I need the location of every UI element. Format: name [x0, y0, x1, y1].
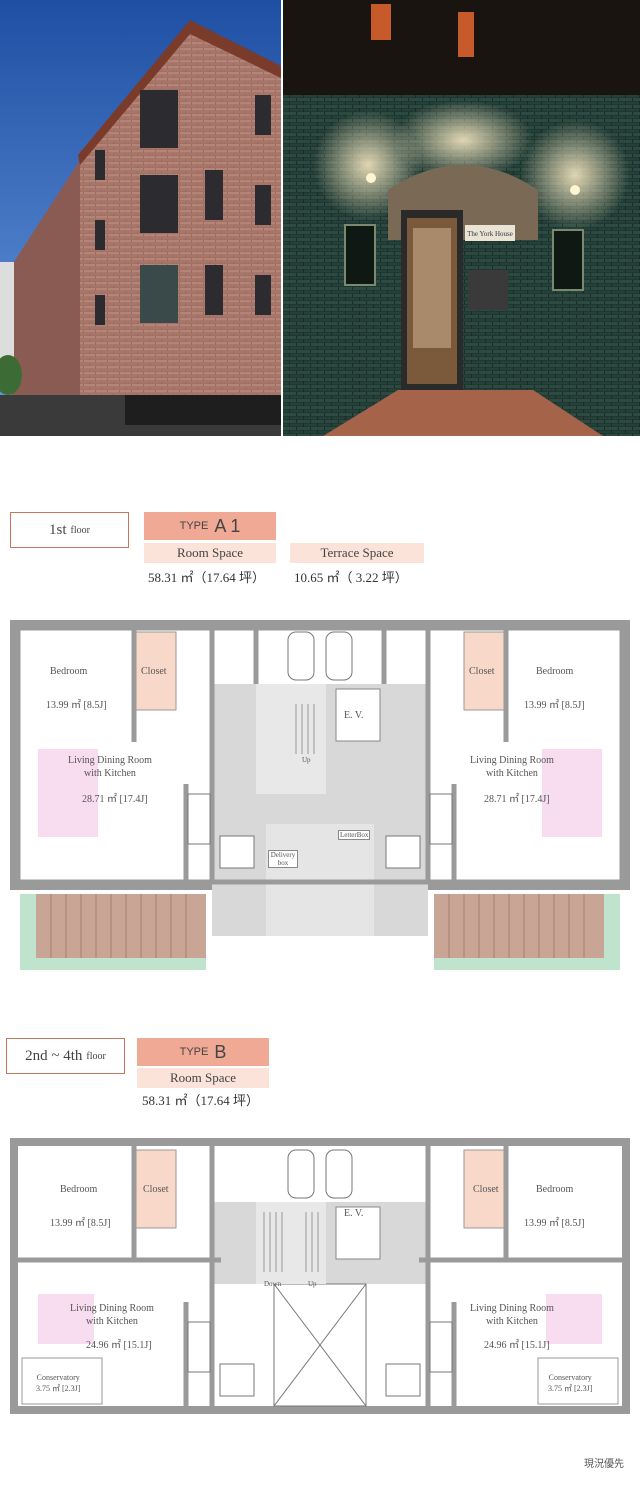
terrace-space-label: Terrace Space: [290, 543, 424, 563]
room-space-label: Room Space: [144, 543, 276, 563]
bedroom-area-right-2nd: 13.99 ㎡ [8.5J]: [524, 1218, 585, 1229]
closet-left-1st: [135, 631, 177, 711]
room-space-area-2nd: 58.31 ㎡（17.64 坪）: [142, 1093, 260, 1108]
floor-plan-2nd-svg: [10, 1138, 630, 1414]
ldk-area-right-1st: 28.71 ㎡ [17.4J]: [484, 794, 550, 805]
bedroom-label-left-1st: Bedroom: [50, 666, 88, 677]
up-label-2nd: Up: [308, 1280, 317, 1288]
living-zone-right-2nd: [546, 1294, 602, 1344]
floor-plan-1st: Bedroom 13.99 ㎡ [8.5J] Closet Bedroom 13…: [6, 604, 634, 988]
bedroom-area-left-1st: 13.99 ㎡ [8.5J]: [46, 700, 107, 711]
delivery-box-label-1st: Delivery box: [268, 850, 298, 868]
room-space-label-2nd: Room Space: [137, 1068, 269, 1088]
room-space-area: 58.31 ㎡（17.64 坪）: [148, 570, 266, 585]
photo-building-exterior: [0, 0, 281, 436]
letterbox-label-1st: LetterBox: [338, 830, 371, 840]
closet-label-right-1st: Closet: [469, 666, 495, 677]
living-zone-left-2nd: [38, 1294, 94, 1344]
closet-left-2nd: [135, 1149, 177, 1229]
ldk-area-right-2nd: 24.96 ㎡ [15.1J]: [484, 1340, 550, 1351]
floor-plan-1st-svg: [10, 620, 630, 970]
photo-building-entrance-night: The York House: [283, 0, 640, 436]
living-zone-left-1st: [38, 749, 98, 837]
terrace-deck-left: [36, 894, 206, 958]
bedroom-label-right-1st: Bedroom: [536, 666, 574, 677]
building-nameplate: [465, 225, 515, 241]
closet-label-right-2nd: Closet: [473, 1184, 499, 1195]
floor-plan-2nd-4th: Bedroom 13.99 ㎡ [8.5J] Closet Bedroom 13…: [6, 1122, 634, 1422]
footer-note: 現況優先: [584, 1459, 624, 1470]
terrace-space-area: 10.65 ㎡（ 3.22 坪）: [294, 570, 408, 585]
ldk-area-left-2nd: 24.96 ㎡ [15.1J]: [86, 1340, 152, 1351]
closet-right-1st: [463, 631, 505, 711]
ev-label-1st: E. V.: [344, 710, 364, 721]
bedroom-label-left-2nd: Bedroom: [60, 1184, 98, 1195]
svg-text:The York House: The York House: [467, 230, 513, 238]
closet-label-left-1st: Closet: [141, 666, 167, 677]
ldk-area-left-1st: 28.71 ㎡ [17.4J]: [82, 794, 148, 805]
ev-label-2nd: E. V.: [344, 1208, 364, 1219]
conservatory-left: [21, 1357, 103, 1405]
closet-label-left-2nd: Closet: [143, 1184, 169, 1195]
conservatory-right: [537, 1357, 619, 1405]
living-zone-right-1st: [542, 749, 602, 837]
terrace-deck-right: [434, 894, 604, 958]
up-label-1st: Up: [302, 756, 311, 764]
down-label-2nd: Down: [264, 1280, 282, 1288]
bedroom-label-right-2nd: Bedroom: [536, 1184, 574, 1195]
bedroom-area-right-1st: 13.99 ㎡ [8.5J]: [524, 700, 585, 711]
closet-right-2nd: [463, 1149, 505, 1229]
bedroom-area-left-2nd: 13.99 ㎡ [8.5J]: [50, 1218, 111, 1229]
